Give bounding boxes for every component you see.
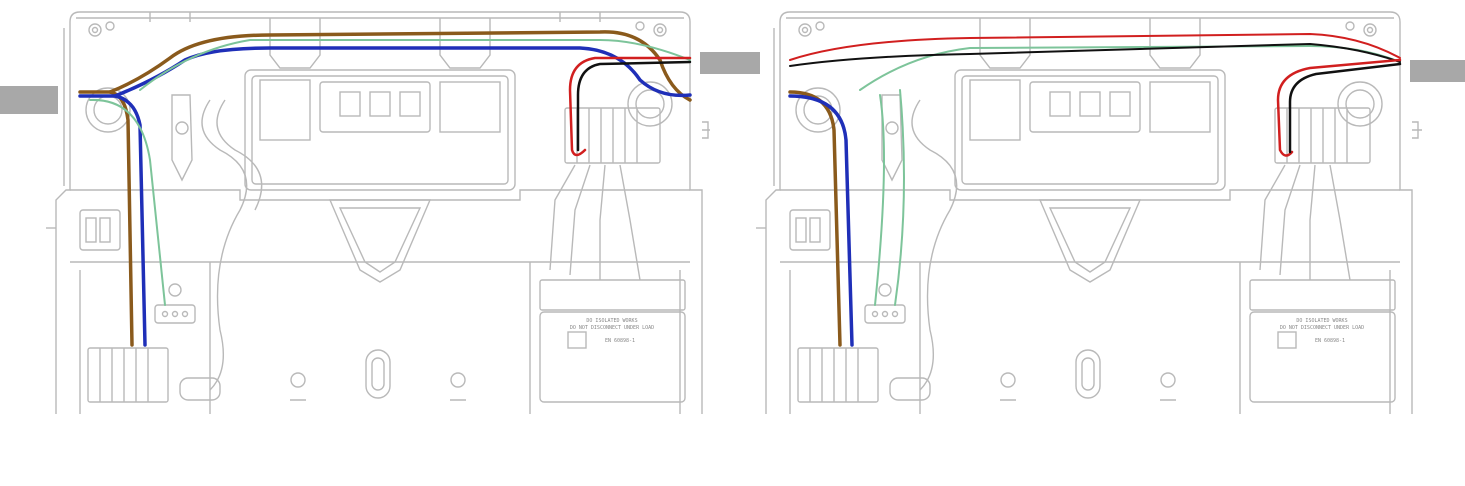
wire-green — [89, 98, 166, 306]
release-lever — [881, 94, 903, 182]
warning-label-line1: DO ISOLATED WORKS — [586, 318, 637, 324]
standard-label: EN 60898-1 — [605, 338, 635, 344]
lower-terminal-block — [539, 279, 686, 311]
control-module — [244, 69, 516, 191]
funnel-guide — [1038, 199, 1142, 283]
cable-clamp — [979, 18, 1031, 69]
mains-terminal-block — [797, 347, 879, 403]
cable-entry-conduit — [702, 52, 760, 74]
wiring-diagram-left-svg: DO ISOLATED WORKS DO NOT DISCONNECT UNDE… — [0, 11, 712, 414]
wire-black — [576, 60, 692, 152]
lower-terminal-block — [1249, 279, 1396, 311]
warning-label-line2: DO NOT DISCONNECT UNDER LOAD — [570, 325, 654, 331]
earth-terminal — [154, 304, 196, 324]
wiring-diagram-right-svg: DO ISOLATED WORKS DO NOT DISCONNECT UNDE… — [702, 11, 1465, 414]
wire-red — [789, 32, 1401, 61]
release-lever — [171, 94, 193, 182]
mains-terminal-block — [87, 347, 169, 403]
standard-label: EN 60898-1 — [1315, 338, 1345, 344]
cable-clamp — [269, 18, 321, 69]
wire-blue — [788, 94, 854, 347]
warning-label-line2: DO NOT DISCONNECT UNDER LOAD — [1280, 325, 1364, 331]
wire-blue — [78, 94, 147, 347]
cable-entry-conduit — [0, 86, 58, 114]
wire-red — [568, 56, 692, 157]
control-module — [954, 69, 1226, 191]
cable-exit-conduit — [1410, 60, 1465, 82]
earth-terminal — [864, 304, 906, 324]
enclosure-outline — [69, 11, 703, 414]
enclosure-diagram-left: DO ISOLATED WORKS DO NOT DISCONNECT UNDE… — [0, 0, 712, 486]
wire-black — [789, 42, 1401, 67]
funnel-guide — [328, 199, 432, 283]
cable-exit-conduit — [700, 52, 710, 74]
enclosure-outline — [779, 11, 1413, 414]
enclosure-diagram-right: DO ISOLATED WORKS DO NOT DISCONNECT UNDE… — [702, 0, 1465, 486]
warning-label-line1: DO ISOLATED WORKS — [1296, 318, 1347, 324]
